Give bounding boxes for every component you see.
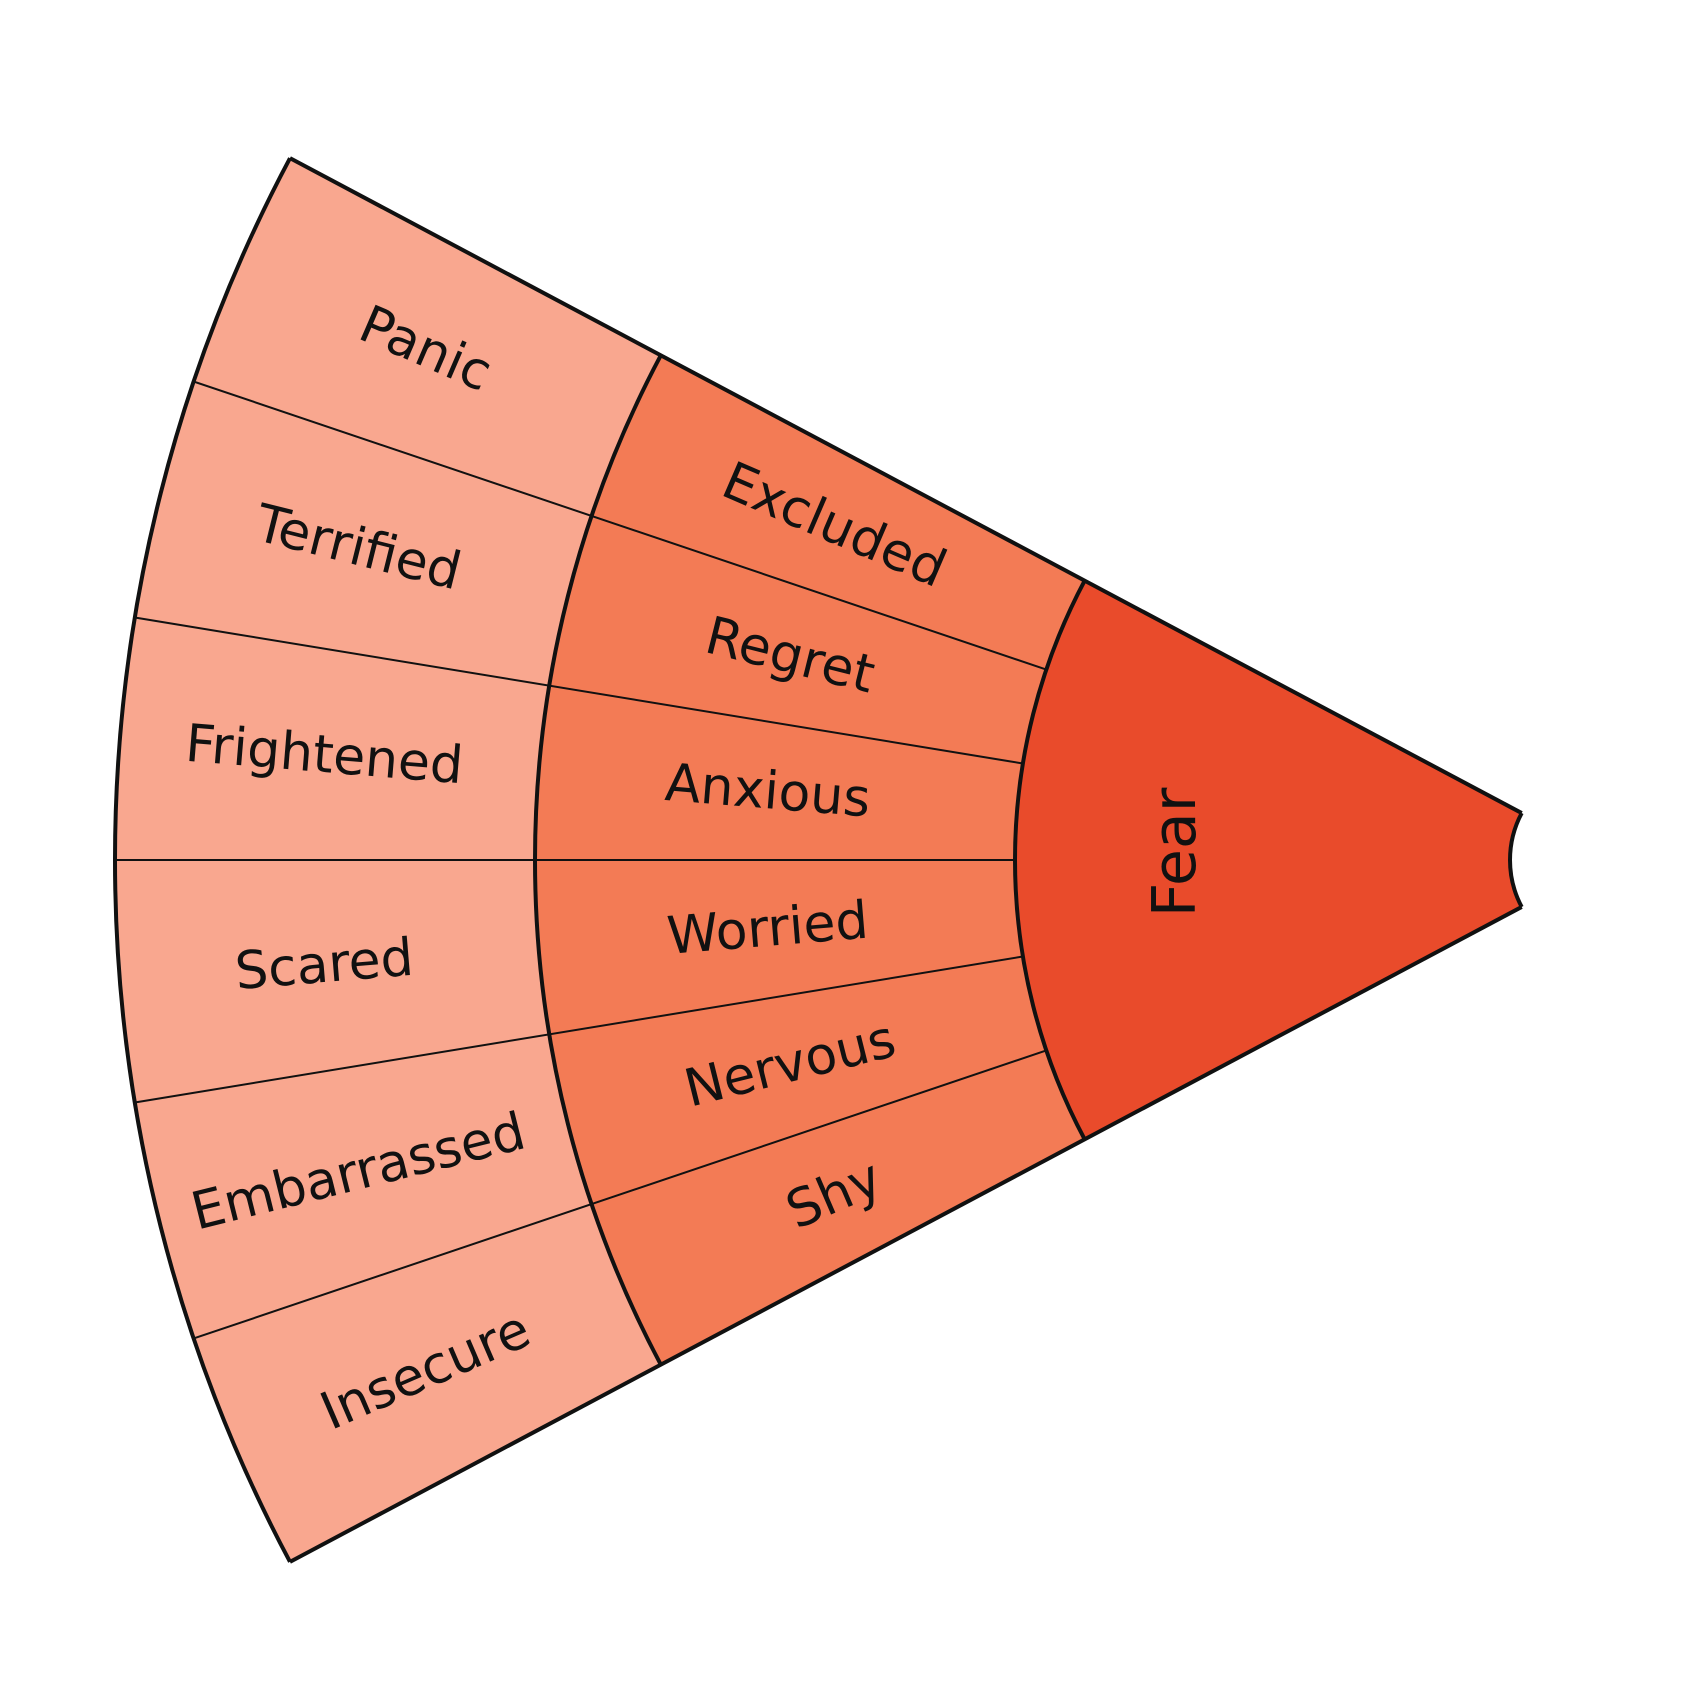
core-ring bbox=[1015, 580, 1522, 1140]
core-label-fear: Fear bbox=[1140, 787, 1210, 917]
segment-divider-1 bbox=[193, 380, 1047, 671]
segment-divider-2 bbox=[134, 616, 1024, 765]
core-middle-border bbox=[1013, 579, 1087, 1141]
outer-edge bbox=[112, 157, 292, 1563]
wedge-bottom-edge bbox=[289, 905, 1523, 1564]
segment-divider-5 bbox=[193, 1049, 1047, 1340]
outer-label-scared: Scared bbox=[233, 928, 416, 1002]
inner-edge bbox=[1508, 812, 1524, 908]
segment-divider-4 bbox=[134, 955, 1024, 1104]
middle-outer-border bbox=[533, 354, 663, 1366]
wheel-shapes bbox=[112, 156, 1524, 1564]
wedge-top-edge bbox=[289, 156, 1523, 815]
